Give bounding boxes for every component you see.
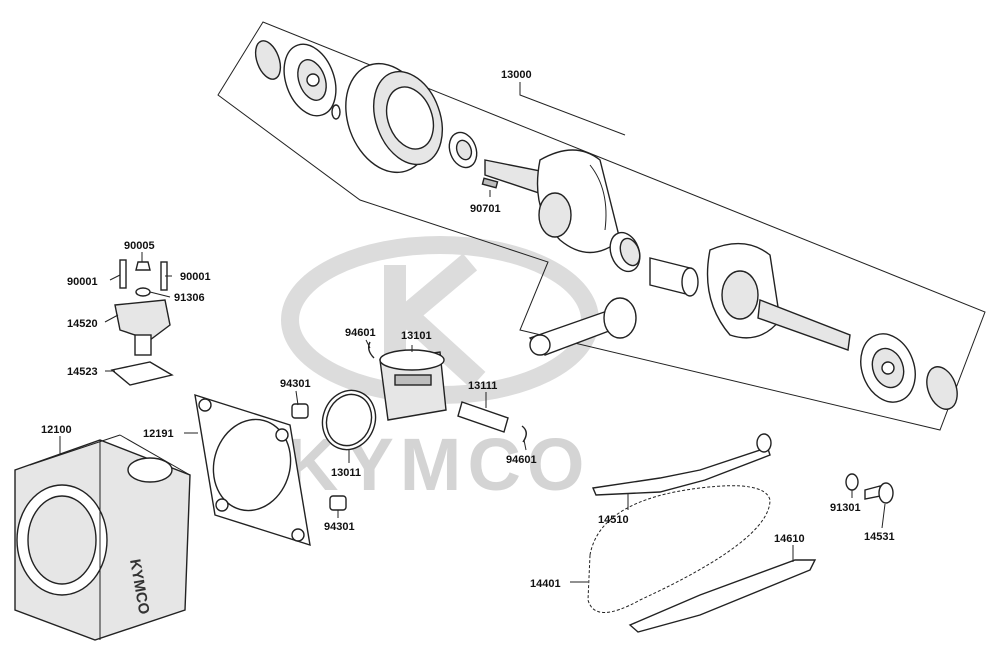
callout-13011: 13011 xyxy=(331,467,361,479)
woodruff-key xyxy=(481,177,499,189)
nut-90005 xyxy=(135,261,151,271)
bolt-90001-left xyxy=(119,259,127,289)
callout-14531: 14531 xyxy=(864,531,895,543)
crankshaft-assembly-outline xyxy=(217,21,986,431)
callout-94601-top: 94601 xyxy=(345,327,376,339)
guide-bolt-14531 xyxy=(878,482,894,504)
tensioner-gasket xyxy=(110,361,174,386)
washer-91306 xyxy=(135,287,151,297)
callout-13111: 13111 xyxy=(468,380,497,392)
leader-lines xyxy=(59,82,886,583)
oil-seal-small xyxy=(331,104,341,120)
timing-sprocket-right xyxy=(926,366,958,410)
callout-14610: 14610 xyxy=(774,533,805,545)
timing-chain-group xyxy=(587,433,894,633)
callout-14520: 14520 xyxy=(67,318,98,330)
callout-94601-bottom: 94601 xyxy=(506,454,537,466)
callout-labels: 13000 90701 90005 90001 90001 91306 1452… xyxy=(41,69,895,590)
callout-12191: 12191 xyxy=(143,428,174,440)
chain-guide-14610 xyxy=(628,559,817,633)
callout-90001-right: 90001 xyxy=(180,271,211,283)
crankshaft-assembly xyxy=(254,40,958,410)
washer-91301 xyxy=(845,473,859,491)
dowel-94301-bottom xyxy=(329,495,347,511)
dowel-94301-top xyxy=(291,403,309,419)
callout-14401: 14401 xyxy=(530,578,561,590)
callout-13000: 13000 xyxy=(501,69,532,81)
callout-94301-bottom: 94301 xyxy=(324,521,355,533)
chain-guide-14510 xyxy=(591,438,771,496)
crank-shaft-left xyxy=(484,159,546,196)
callout-90701: 90701 xyxy=(470,203,501,215)
tensioner-assembly xyxy=(110,259,174,386)
splined-shaft xyxy=(757,299,851,351)
timing-sprocket-left xyxy=(254,40,282,80)
callout-91306: 91306 xyxy=(174,292,205,304)
callout-12100: 12100 xyxy=(41,424,72,436)
cylinder: KYMCO xyxy=(14,434,191,641)
piston-group xyxy=(291,341,527,511)
callout-13101: 13101 xyxy=(401,330,432,342)
callout-14510: 14510 xyxy=(598,514,629,526)
cam-chain-tensioner xyxy=(114,299,171,341)
piston-pin xyxy=(457,401,509,433)
callout-91301: 91301 xyxy=(830,502,861,514)
callout-90001-left: 90001 xyxy=(67,276,98,288)
callout-94301-top: 94301 xyxy=(280,378,311,390)
timing-chain-14401 xyxy=(587,485,771,613)
circlip-94601-top xyxy=(367,341,375,359)
callout-90005: 90005 xyxy=(124,240,155,252)
callout-14523: 14523 xyxy=(67,366,98,378)
